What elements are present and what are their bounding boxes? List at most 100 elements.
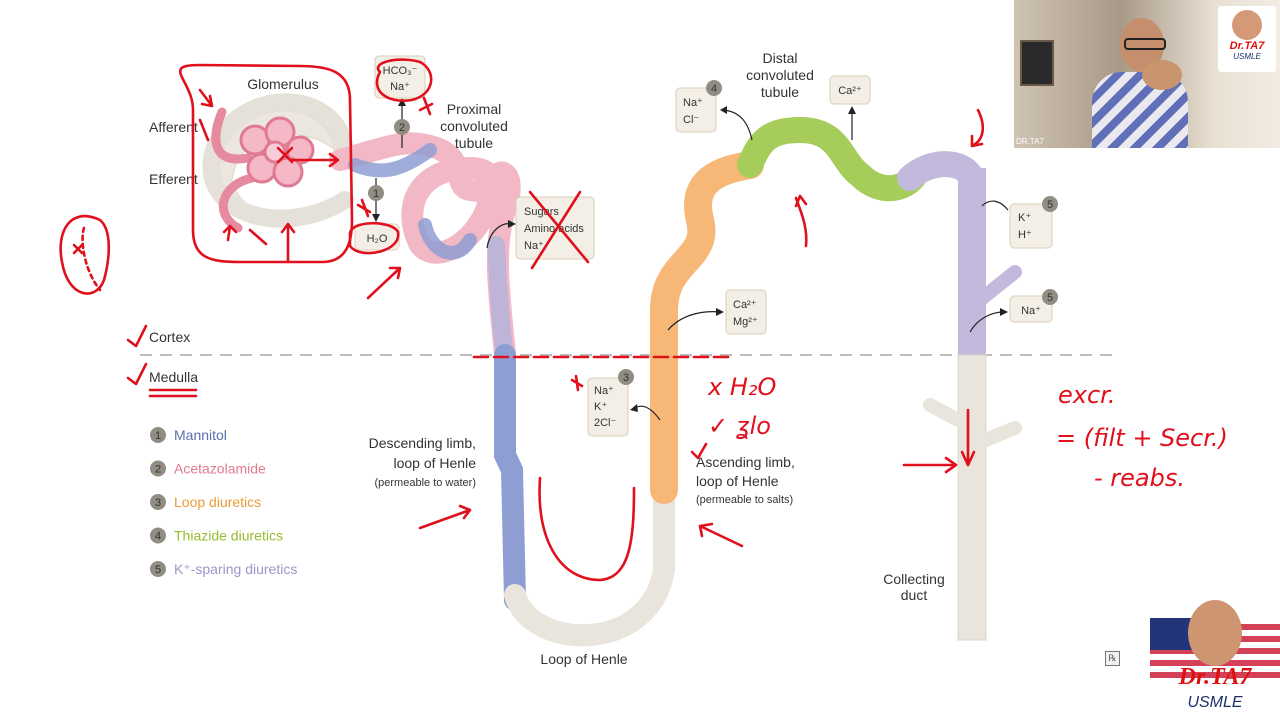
legend-label-5: K⁺-sparing diuretics: [174, 561, 297, 577]
ca-mg-arrow: [667, 311, 721, 331]
afferent-arteriole: [211, 107, 253, 164]
annotation-formula-2: = (filt + Secr.): [1056, 424, 1228, 452]
site-4-marker: 4: [706, 80, 722, 96]
legend-marker-3: [150, 494, 166, 510]
ca-dct-box: Ca²⁺: [829, 75, 871, 105]
efferent-arteriole: [218, 173, 257, 233]
site-3-marker: 3: [618, 369, 634, 385]
svg-text:K⁺: K⁺: [594, 401, 607, 413]
proximal-convoluted-tubule: [329, 132, 521, 366]
h2o-box: H₂O: [354, 223, 400, 251]
watermark-brand: Dr.TA7: [1178, 664, 1252, 690]
svg-text:4: 4: [711, 83, 717, 95]
glomerulus-label: Glomerulus: [247, 76, 319, 92]
svg-text:1: 1: [373, 188, 379, 200]
descending-limb: [494, 344, 526, 611]
site-5-marker-upper: 5: [1042, 196, 1058, 212]
pct-blue-segment-2: [418, 218, 477, 260]
svg-text:5: 5: [1047, 292, 1053, 304]
legend-marker-4: [150, 527, 166, 544]
svg-text:Mg²⁺: Mg²⁺: [733, 316, 758, 328]
svg-text:Na⁺: Na⁺: [594, 385, 614, 397]
svg-text:Na⁺: Na⁺: [1021, 305, 1041, 317]
pct-label-1: Proximal: [447, 101, 501, 117]
site-4-arrow: [723, 109, 753, 141]
hco3-box: HCO₃⁻ Na⁺: [374, 55, 426, 99]
descending-label-1: Descending limb,: [369, 435, 476, 451]
pct-label-2: convoluted: [440, 118, 508, 134]
legend-marker-2: [150, 460, 166, 477]
pct-blue-segment-3: [487, 236, 514, 364]
descending-label-3: (permeable to water): [375, 477, 477, 489]
webcam-caption: DR.TA7: [1016, 137, 1044, 146]
svg-text:2: 2: [399, 122, 405, 134]
sugars-box: Sugars Amino acids Na⁺: [515, 196, 595, 260]
loop-of-henle-bottom: [504, 474, 675, 647]
legend-number-5: 5: [155, 564, 161, 576]
k-h-box: K⁺ H⁺: [1009, 203, 1053, 249]
ascending-limb: [650, 151, 764, 504]
glomerulus-tuft: [239, 116, 315, 188]
distal-convoluted-tubule: [737, 117, 928, 202]
site-1-marker: 1: [368, 185, 384, 201]
svg-text:3: 3: [623, 372, 629, 384]
legend-label-3: Loop diuretics: [174, 494, 261, 510]
svg-text:Na⁺: Na⁺: [524, 240, 544, 252]
collecting-duct-branch-right: [979, 421, 1022, 447]
legend-number-1: 1: [155, 430, 161, 442]
svg-text:2Cl⁻: 2Cl⁻: [594, 417, 617, 429]
legend-number-3: 3: [155, 497, 161, 509]
collecting-duct-lower: [957, 354, 987, 641]
collecting-duct-branch-left: [923, 398, 965, 427]
collecting-label-1: Collecting: [883, 571, 944, 587]
presenter-hand: [1142, 60, 1182, 90]
svg-text:HCO₃⁻: HCO₃⁻: [383, 65, 418, 77]
watermark-sub: USMLE: [1187, 694, 1243, 711]
watermark-logo: Dr.TA7 USMLE: [1150, 598, 1280, 720]
svg-text:Ca²⁺: Ca²⁺: [838, 85, 862, 97]
collecting-duct-upper: [958, 168, 986, 355]
site-4-box: Na⁺ Cl⁻: [675, 87, 717, 133]
legend-label-1: Mannitol: [174, 427, 227, 443]
cortex-label: Cortex: [149, 329, 190, 345]
rx-icon[interactable]: ℞: [1105, 651, 1120, 666]
dct-label-2: convoluted: [746, 67, 814, 83]
svg-text:Amino acids: Amino acids: [524, 223, 584, 235]
annotation-formula-3: - reabs.: [1094, 464, 1185, 492]
legend-label-2: Acetazolamide: [174, 461, 266, 477]
ascending-label-1: Ascending limb,: [696, 454, 795, 470]
ascending-label-2: loop of Henle: [696, 473, 779, 489]
pct-label-3: tubule: [455, 135, 493, 151]
svg-text:Na⁺: Na⁺: [390, 81, 410, 93]
legend-marker-5: [150, 561, 166, 577]
logo-face: [1188, 600, 1242, 666]
legend-label-4: Thiazide diuretics: [174, 528, 283, 544]
ca-mg-box: Ca²⁺ Mg²⁺: [725, 289, 767, 335]
svg-text:K⁺: K⁺: [1018, 212, 1031, 224]
svg-text:Na⁺: Na⁺: [683, 97, 703, 109]
svg-text:Ca²⁺: Ca²⁺: [733, 299, 757, 311]
webcam-logo: Dr.TA7 USMLE: [1218, 6, 1276, 72]
efferent-label: Efferent: [149, 171, 198, 187]
collecting-duct-branch-upper: [973, 265, 1022, 307]
afferent-label: Afferent: [149, 119, 198, 135]
handwritten-annotations: [59, 58, 985, 582]
descending-label-2: loop of Henle: [393, 455, 476, 471]
annotation-salt: ✓ ʓlo: [708, 412, 771, 440]
annotation-formula-1: excr.: [1058, 381, 1115, 409]
site-2-marker: 2: [394, 119, 410, 135]
svg-text:H⁺: H⁺: [1018, 229, 1032, 241]
svg-text:Cl⁻: Cl⁻: [683, 114, 699, 126]
legend-number-2: 2: [155, 464, 161, 476]
annotation-water: x H₂O: [707, 373, 776, 401]
site-5-marker-lower: 5: [1042, 289, 1058, 305]
collecting-label-2: duct: [901, 587, 928, 603]
webcam-feed: Dr.TA7 USMLE DR.TA7: [1014, 0, 1280, 148]
site-3-box: Na⁺ K⁺ 2Cl⁻: [587, 377, 629, 437]
dct-label-3: tubule: [761, 84, 799, 100]
svg-text:H₂O: H₂O: [367, 233, 388, 245]
dct-label-1: Distal: [762, 50, 797, 66]
legend-marker-1: [150, 427, 166, 443]
